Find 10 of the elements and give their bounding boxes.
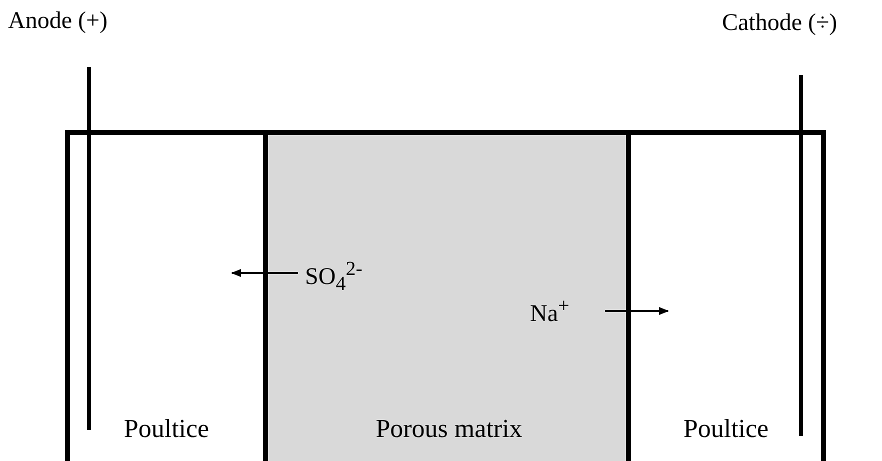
poultice-region: [65, 130, 268, 461]
region-label: Poultice: [124, 414, 210, 444]
arrow: [605, 307, 669, 315]
electrode-label: Anode (+): [8, 8, 108, 35]
electrode-label: Cathode (÷): [722, 10, 838, 37]
arrow: [231, 269, 298, 277]
region-label: Poultice: [683, 414, 769, 444]
region-label: Porous matrix: [376, 414, 522, 444]
edge-label: Na$^{+}$: [530, 295, 570, 328]
poultice-region: [626, 130, 826, 461]
